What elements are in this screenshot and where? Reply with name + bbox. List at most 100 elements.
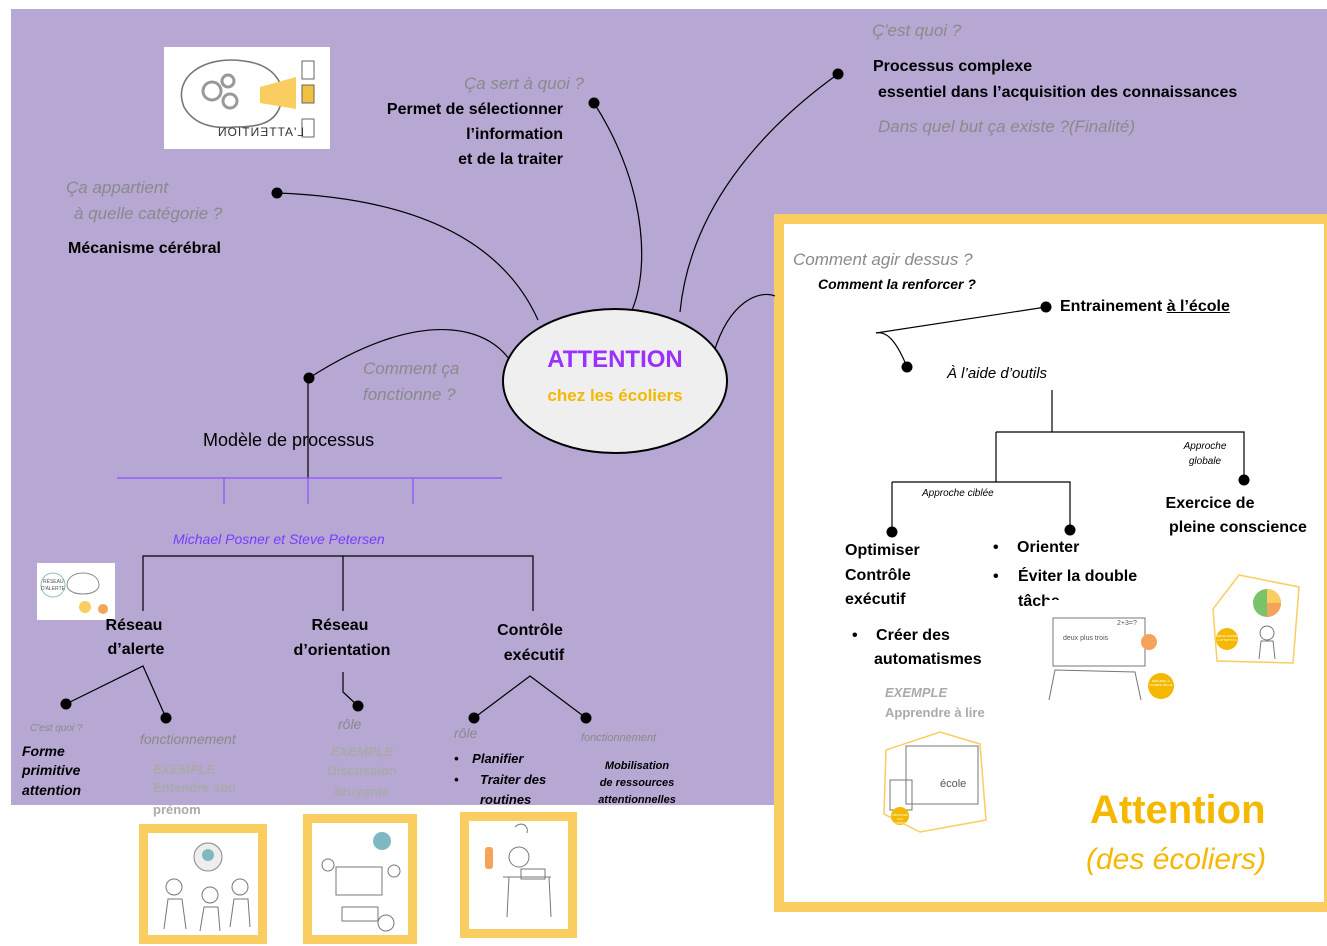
orientation-illustration bbox=[303, 814, 417, 944]
alert-badge-text-1: RÉSEAU bbox=[43, 579, 64, 585]
training-place: à l’école bbox=[1166, 298, 1230, 315]
how-question-2: fonctionne ? bbox=[363, 385, 456, 404]
act-example-label: EXEMPLE bbox=[885, 685, 948, 700]
alert-a1-1: Forme bbox=[22, 743, 65, 759]
executive-a2-1: Mobilisation bbox=[604, 760, 670, 772]
usage-answer-1: Permet de sélectionner bbox=[386, 101, 563, 118]
alert-example-label: EXEMPLE bbox=[153, 762, 216, 777]
executive-q1: rôle bbox=[454, 725, 478, 741]
alert-q1: C'est quoi ? bbox=[30, 723, 83, 734]
frame-title: Attention bbox=[1090, 788, 1266, 832]
executive-title-1: Contrôle bbox=[497, 622, 563, 639]
executive-title-2: exécutif bbox=[503, 647, 565, 664]
center-node: ATTENTION chez les écoliers bbox=[502, 308, 728, 454]
attention-frame bbox=[774, 214, 1327, 912]
card-badge-1: RÉDUIRE LA DOUBLE TÂCHE bbox=[1149, 679, 1173, 687]
purpose-question: Dans quel but ça existe ?(Finalité) bbox=[878, 117, 1136, 136]
node-dot bbox=[160, 712, 172, 724]
approach-global-1: Approche bbox=[1183, 441, 1227, 452]
executive-a2-2: de ressources bbox=[599, 777, 675, 789]
alert-example-1: Entendre son bbox=[153, 780, 237, 795]
node-dot bbox=[588, 97, 600, 109]
optimize-1: Optimiser bbox=[845, 542, 920, 559]
node-dot bbox=[886, 526, 898, 538]
double-task-card: deux plus trois 2+3=? RÉDUIRE LA DOUBLE … bbox=[1045, 600, 1177, 702]
alert-illustration bbox=[139, 824, 267, 944]
alert-a1-3: attention bbox=[22, 782, 82, 798]
node-dot bbox=[1238, 474, 1250, 486]
orientation-title-2: d’orientation bbox=[293, 642, 391, 659]
usage-question: Ça sert à quoi ? bbox=[463, 74, 584, 93]
alert-example-2: prénom bbox=[153, 802, 201, 817]
alert-a1-2: primitive bbox=[22, 762, 81, 778]
center-title: ATTENTION bbox=[547, 346, 683, 373]
node-dot bbox=[468, 712, 480, 724]
alert-brain-icon bbox=[40, 572, 108, 614]
orient-item-1-text: Orienter bbox=[1017, 539, 1080, 556]
alert-badge: RÉSEAU D'ALERTE bbox=[37, 563, 115, 620]
alert-title-2: d’alerte bbox=[107, 641, 165, 658]
approach-global-2: globale bbox=[1188, 456, 1222, 467]
act-question-2: Comment la renforcer ? bbox=[818, 276, 976, 292]
executive-illustration bbox=[460, 812, 577, 938]
category-question-2: à quelle catégorie ? bbox=[74, 204, 223, 223]
node-dot bbox=[303, 372, 315, 384]
act-example-text: Apprendre à lire bbox=[885, 705, 985, 720]
optimize-3: exécutif bbox=[845, 591, 906, 608]
executive-q2: fonctionnement bbox=[581, 732, 657, 744]
executive-role-1-text: Planifier bbox=[472, 751, 524, 766]
card-badge-3: RÉSISTER AUX AUTOMATISMES bbox=[891, 813, 915, 825]
category-answer: Mécanisme cérébral bbox=[68, 240, 221, 257]
executive-role-2-text: Traiter des routines bbox=[480, 772, 547, 807]
orientation-example-label: EXEMPLE bbox=[330, 744, 394, 759]
executive-role-2: •Traiter des routines bbox=[454, 770, 564, 807]
mindfulness-icon bbox=[1212, 574, 1300, 664]
act-question: Comment agir dessus ? bbox=[793, 250, 973, 269]
node-dot bbox=[901, 361, 913, 373]
orient-item-2: •Éviter la double tâche bbox=[993, 564, 1143, 610]
reading-card: école RÉSISTER AUX AUTOMATISMES bbox=[880, 730, 990, 834]
top-right-question: Ç'est quoi ? bbox=[872, 21, 962, 40]
executive-role-1: • Planifier bbox=[454, 751, 524, 766]
mindfulness-2: pleine conscience bbox=[1169, 519, 1307, 536]
alert-badge-text-2: D'ALERTE bbox=[41, 586, 65, 592]
board-text: deux plus trois bbox=[1063, 635, 1109, 642]
reading-lesson-icon bbox=[883, 731, 987, 833]
node-dot bbox=[352, 700, 364, 712]
usage-answer-2: l’information bbox=[466, 126, 563, 143]
mindfulness-card: DÉVELOPPER L'ATTENTION bbox=[1209, 569, 1307, 669]
node-dot bbox=[271, 187, 283, 199]
alert-q2: fonctionnement bbox=[140, 731, 236, 747]
alert-title-1: Réseau bbox=[105, 617, 163, 634]
category-question-1: Ça appartient bbox=[66, 178, 169, 197]
orient-item-1: • Orienter bbox=[993, 539, 1080, 556]
noisy-classroom-icon bbox=[321, 832, 401, 932]
children-hearing-name-icon bbox=[163, 842, 251, 932]
usage-answer-3: et de la traiter bbox=[458, 151, 563, 168]
node-dot bbox=[1040, 301, 1052, 313]
board-sum: 2+3=? bbox=[1117, 620, 1137, 627]
mindfulness-1: Exercice de bbox=[1165, 495, 1255, 512]
logo-text: L'ATTENTION bbox=[216, 125, 304, 139]
authors-label: Michael Posner et Steve Petersen bbox=[173, 531, 385, 547]
executive-a2-3: attentionnelles bbox=[598, 794, 676, 806]
node-dot bbox=[580, 712, 592, 724]
top-right-answer-1: Processus complexe bbox=[873, 58, 1033, 75]
reading-word: école bbox=[940, 778, 967, 790]
classroom-board-icon bbox=[1048, 617, 1174, 701]
node-dot bbox=[1064, 524, 1076, 536]
node-dot bbox=[832, 68, 844, 80]
automatisms-2: automatismes bbox=[874, 651, 982, 668]
how-question-1: Comment ça bbox=[363, 359, 460, 378]
orientation-title-1: Réseau bbox=[311, 617, 369, 634]
training-prefix: Entrainement bbox=[1060, 298, 1167, 315]
automatisms-1-text: Créer des bbox=[876, 627, 950, 644]
training-label: Entrainement à l’école bbox=[1060, 298, 1230, 316]
orientation-example-1: Discussion bbox=[327, 763, 397, 778]
orientation-q1: rôle bbox=[338, 716, 362, 732]
center-subtitle: chez les écoliers bbox=[547, 386, 683, 405]
brain-gears-icon bbox=[180, 59, 315, 138]
node-dot bbox=[60, 698, 72, 710]
attention-logo: L'ATTENTION bbox=[164, 47, 330, 149]
